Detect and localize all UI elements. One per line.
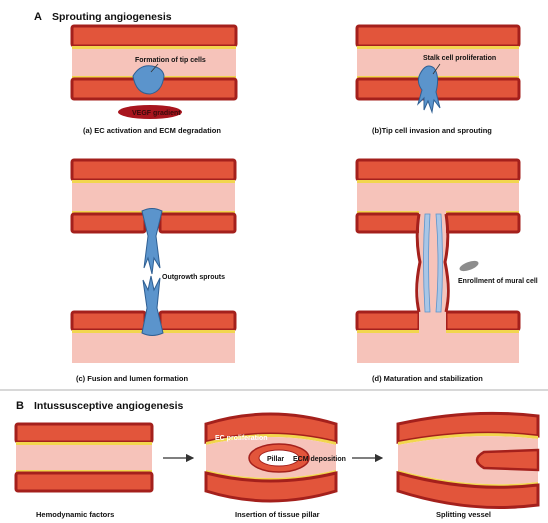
panel-b3-caption: Splitting vessel — [436, 510, 491, 519]
panel-b-caption: (b)Tip cell invasion and sprouting — [372, 126, 492, 135]
ec-proliferation-label: EC proliferation — [215, 435, 268, 442]
panel-d: Enrollment of mural cell (d) Maturation … — [357, 160, 538, 383]
ecm-deposition-label: ECM deposition — [293, 456, 346, 463]
enrollment-mural-cell-label: Enrollment of mural cell — [458, 278, 538, 285]
outgrowth-sprout-upper — [142, 209, 162, 275]
formation-tip-cells-label: Formation of tip cells — [135, 57, 206, 64]
pillar-label: Pillar — [267, 456, 284, 463]
panel-b2: Pillar EC proliferation ECM deposition I… — [206, 414, 346, 519]
split-partition — [477, 450, 538, 470]
section-a-letter: A — [34, 11, 42, 23]
panel-b2-caption: Insertion of tissue pillar — [235, 510, 320, 519]
mural-cell — [458, 259, 480, 273]
panel-c: Outgrowth sprouts (c) Fusion and lumen f… — [72, 160, 235, 383]
panel-c-caption: (c) Fusion and lumen formation — [76, 374, 189, 383]
vegf-gradient-label: VEGF gradient — [132, 110, 181, 117]
tip-cell-sprout — [418, 66, 440, 112]
panel-d-caption: (d) Maturation and stabilization — [372, 374, 483, 383]
panel-b1: Hemodynamic factors — [16, 424, 152, 519]
panel-a: VEGF gradient Formation of tip cells (a)… — [72, 26, 236, 135]
panel-b3: Splitting vessel — [398, 413, 538, 519]
vessel-wall-top — [72, 26, 236, 49]
outgrowth-sprouts-label: Outgrowth sprouts — [162, 274, 225, 281]
outgrowth-sprout-lower — [142, 276, 163, 336]
panel-b: Stalk cell proliferation (b)Tip cell inv… — [357, 26, 519, 135]
section-a-title: Sprouting angiogenesis — [52, 11, 172, 23]
panel-a-caption: (a) EC activation and ECM degradation — [83, 126, 221, 135]
section-b-letter: B — [16, 400, 24, 412]
panel-b1-caption: Hemodynamic factors — [36, 510, 114, 519]
section-b-title: Intussusceptive angiogenesis — [34, 400, 184, 412]
stalk-cell-proliferation-label: Stalk cell proliferation — [423, 55, 496, 62]
